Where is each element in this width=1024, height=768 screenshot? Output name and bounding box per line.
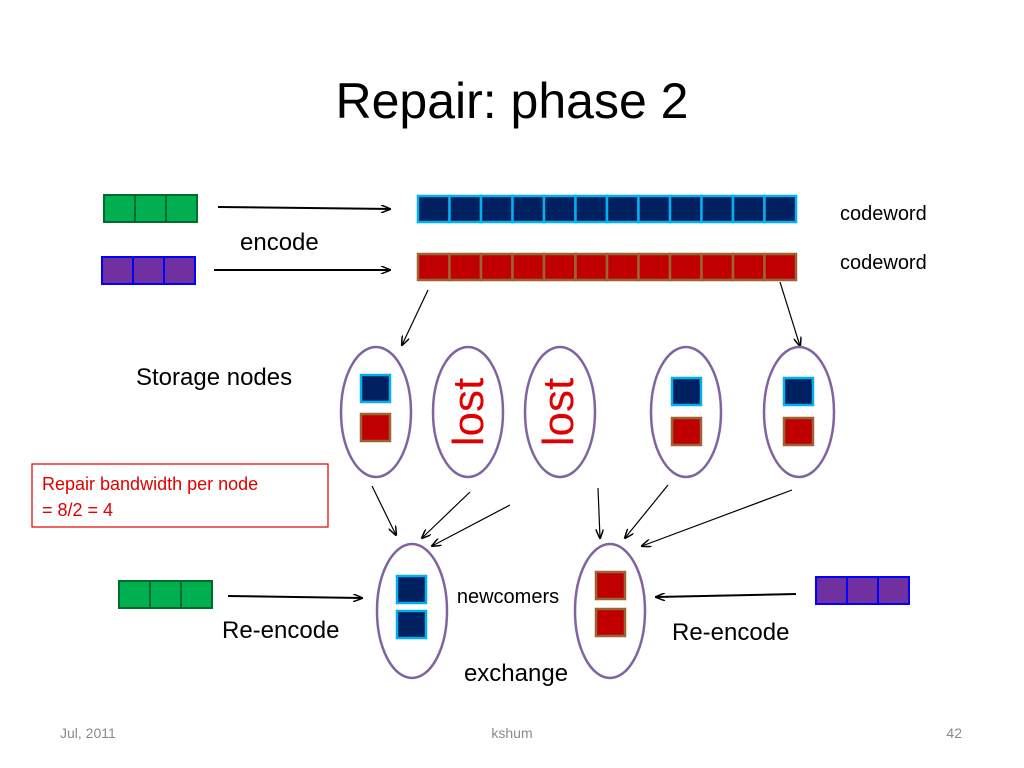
codeword-red-block <box>668 252 703 282</box>
footer-author: kshum <box>491 725 532 741</box>
green-block <box>149 580 182 609</box>
codeword-red-block <box>605 252 640 282</box>
purple-block <box>163 256 196 285</box>
storage-node-1 <box>339 345 413 479</box>
lost-label: lost <box>444 378 493 446</box>
storage-node-4 <box>649 345 723 479</box>
distribute-arrow-right <box>779 281 800 346</box>
node-outline <box>523 345 597 479</box>
reencode-label-right: Re-encode <box>672 619 789 646</box>
node-outline <box>339 345 413 479</box>
codeword-label-bottom: codeword <box>840 252 927 274</box>
red-block <box>359 412 392 443</box>
codeword-red-block <box>416 252 451 282</box>
storage-node-2: lost <box>431 345 505 479</box>
navy-block <box>670 376 703 407</box>
repair-arrow <box>432 504 511 546</box>
node-outline <box>431 345 505 479</box>
purple-block <box>815 576 848 605</box>
repair-arrow <box>371 485 396 535</box>
codeword-blue-block <box>479 194 514 224</box>
codeword-blue-block <box>668 194 703 224</box>
purple-block <box>132 256 165 285</box>
storage-node-5 <box>762 345 836 479</box>
footer-date: Jul, 2011 <box>60 725 116 741</box>
reencode-arrow-left <box>227 596 362 598</box>
navy-block <box>782 376 815 407</box>
purple-block <box>877 576 910 605</box>
codeword-blue-block <box>448 194 483 224</box>
red-block <box>782 416 815 447</box>
storage-node-3: lost <box>523 345 597 479</box>
codeword-blue <box>416 194 798 224</box>
note-line-1: Repair bandwidth per node <box>42 474 258 494</box>
encode-label: encode <box>240 229 319 256</box>
repair-bandwidth-note: Repair bandwidth per node = 8/2 = 4 <box>31 463 329 528</box>
repair-arrow <box>625 484 669 538</box>
navy-block <box>395 609 428 640</box>
repair-arrow <box>422 491 471 538</box>
encode-arrow-top <box>217 207 390 209</box>
codeword-blue-block <box>416 194 451 224</box>
exchange-label: exchange <box>464 660 568 687</box>
note-line-2: = 8/2 = 4 <box>42 500 113 520</box>
codeword-red <box>416 252 798 282</box>
codeword-red-block <box>542 252 577 282</box>
note-box <box>31 463 329 528</box>
codeword-blue-block <box>542 194 577 224</box>
red-block <box>594 607 627 638</box>
purple-message-bottom <box>815 576 910 605</box>
navy-block <box>395 574 428 605</box>
codeword-blue-block <box>605 194 640 224</box>
codeword-red-block <box>700 252 735 282</box>
newcomer-node-right <box>573 542 647 680</box>
storage-nodes-label: Storage nodes <box>136 364 292 391</box>
green-block <box>180 580 213 609</box>
codeword-blue-block <box>731 194 766 224</box>
codeword-label-top: codeword <box>840 203 927 225</box>
green-block <box>165 194 198 223</box>
codeword-blue-block <box>700 194 735 224</box>
codeword-red-block <box>637 252 672 282</box>
footer-page-number: 42 <box>946 725 962 741</box>
codeword-red-block <box>448 252 483 282</box>
reencode-label-left: Re-encode <box>222 617 339 644</box>
codeword-red-block <box>731 252 766 282</box>
node-outline <box>649 345 723 479</box>
codeword-blue-block <box>637 194 672 224</box>
newcomers-label: newcomers <box>457 586 559 608</box>
reencode-arrow-right <box>656 594 797 597</box>
codeword-red-block <box>574 252 609 282</box>
green-block <box>118 580 151 609</box>
repair-arrow <box>642 489 793 546</box>
purple-message-top <box>101 256 196 285</box>
distribute-arrow-left <box>402 289 429 345</box>
green-block <box>103 194 136 223</box>
slide-title: Repair: phase 2 <box>335 73 688 129</box>
newcomer-node-left <box>375 542 449 680</box>
codeword-red-block <box>479 252 514 282</box>
green-message-bottom <box>118 580 213 609</box>
repair-arrow <box>598 487 600 538</box>
codeword-blue-block <box>763 194 798 224</box>
node-outline <box>762 345 836 479</box>
codeword-red-block <box>763 252 798 282</box>
red-block <box>594 570 627 601</box>
codeword-blue-block <box>511 194 546 224</box>
green-message-top <box>103 194 198 223</box>
green-block <box>134 194 167 223</box>
red-block <box>670 416 703 447</box>
purple-block <box>101 256 134 285</box>
codeword-blue-block <box>574 194 609 224</box>
codeword-red-block <box>511 252 546 282</box>
navy-block <box>359 373 392 404</box>
purple-block <box>846 576 879 605</box>
lost-label: lost <box>534 378 583 446</box>
